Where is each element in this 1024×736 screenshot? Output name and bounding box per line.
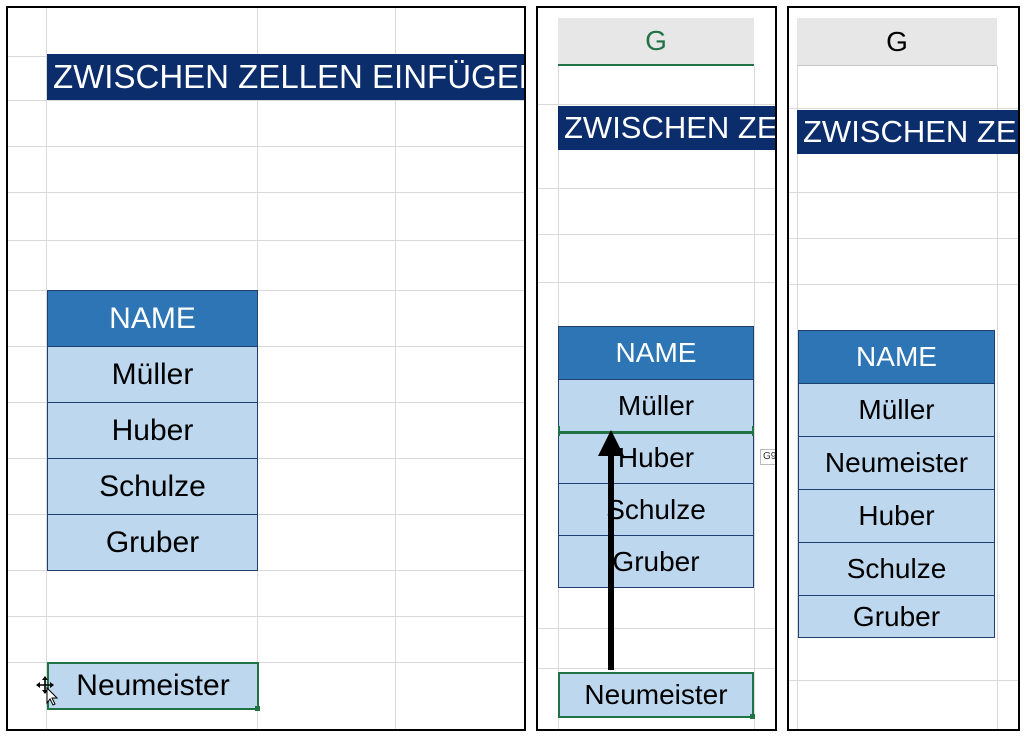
selected-cell-neumeister[interactable]: Neumeister	[47, 662, 259, 710]
table-cell[interactable]: Gruber	[798, 595, 995, 638]
table-cell[interactable]: Müller	[47, 346, 258, 403]
up-arrow-icon	[598, 430, 624, 670]
table-cell[interactable]: Huber	[558, 431, 754, 484]
column-header-g[interactable]: G	[558, 18, 754, 66]
grid-line	[997, 66, 998, 729]
table-header-cell[interactable]: NAME	[558, 326, 754, 380]
table-cell[interactable]: Müller	[558, 379, 754, 432]
drop-target-tooltip: G9	[760, 449, 775, 465]
grid-line	[8, 346, 524, 347]
table-cell[interactable]: Neumeister	[798, 436, 995, 490]
grid-line	[789, 680, 1018, 681]
grid-line	[8, 458, 524, 459]
table-cell[interactable]: Gruber	[558, 535, 754, 588]
grid-line	[8, 290, 524, 291]
table-cell[interactable]: Gruber	[47, 514, 258, 571]
grid-line	[8, 570, 524, 571]
table-cell[interactable]: Huber	[47, 402, 258, 459]
panel-during-drag: G ZWISCHEN ZELLEN EINFÜGEN NAME Müller H…	[536, 6, 777, 731]
grid-line	[538, 104, 775, 105]
grid-line	[538, 234, 775, 235]
grid-line	[789, 284, 1018, 285]
grid-line	[789, 108, 1018, 109]
grid-line	[538, 282, 775, 283]
grid-line	[789, 238, 1018, 239]
name-table: NAME Müller Neumeister Huber Schulze Gru…	[798, 330, 995, 638]
grid-line	[8, 616, 524, 617]
grid-line	[538, 668, 775, 669]
table-cell[interactable]: Schulze	[558, 483, 754, 536]
column-header-g[interactable]: G	[797, 18, 997, 66]
name-table: NAME Müller Huber Schulze Gruber	[558, 326, 754, 590]
insertion-tick-left	[558, 426, 560, 436]
title-banner: ZWISCHEN ZELLEN EINFÜGEN	[47, 54, 524, 100]
grid-line	[8, 662, 524, 663]
grid-line	[538, 188, 775, 189]
grid-line	[46, 8, 47, 729]
panel-before-drag: ZWISCHEN ZELLEN EINFÜGEN NAME Müller Hub…	[6, 6, 526, 731]
grid-line	[754, 66, 755, 729]
grid-line	[797, 66, 798, 729]
insertion-indicator	[558, 431, 754, 434]
title-banner: ZWISCHEN ZELLEN EINFÜGEN	[797, 110, 1018, 154]
insertion-tick-right	[752, 426, 754, 436]
column-header-label: G	[886, 25, 908, 57]
grid-line	[8, 402, 524, 403]
title-banner: ZWISCHEN ZELLEN EINFÜGEN	[558, 106, 775, 150]
grid-line	[538, 628, 775, 629]
panel-after-drop: G ZWISCHEN ZELLEN EINFÜGEN NAME Müller N…	[787, 6, 1020, 731]
fill-handle[interactable]	[750, 714, 755, 719]
move-cursor-icon	[36, 676, 58, 706]
table-header-cell[interactable]: NAME	[798, 330, 995, 384]
grid-line	[8, 100, 524, 101]
fill-handle[interactable]	[255, 706, 260, 711]
grid-line	[8, 514, 524, 515]
grid-line	[395, 8, 396, 729]
grid-line	[8, 146, 524, 147]
dragged-cell-neumeister[interactable]: Neumeister	[558, 672, 754, 718]
table-cell[interactable]: Schulze	[47, 458, 258, 515]
grid-line	[8, 192, 524, 193]
table-cell[interactable]: Huber	[798, 489, 995, 543]
table-cell[interactable]: Schulze	[798, 542, 995, 596]
grid-line	[8, 240, 524, 241]
table-cell[interactable]: Müller	[798, 383, 995, 437]
name-table: NAME Müller Huber Schulze Gruber	[47, 290, 258, 572]
column-header-label: G	[645, 25, 667, 56]
table-header-cell[interactable]: NAME	[47, 290, 258, 347]
grid-line	[789, 192, 1018, 193]
